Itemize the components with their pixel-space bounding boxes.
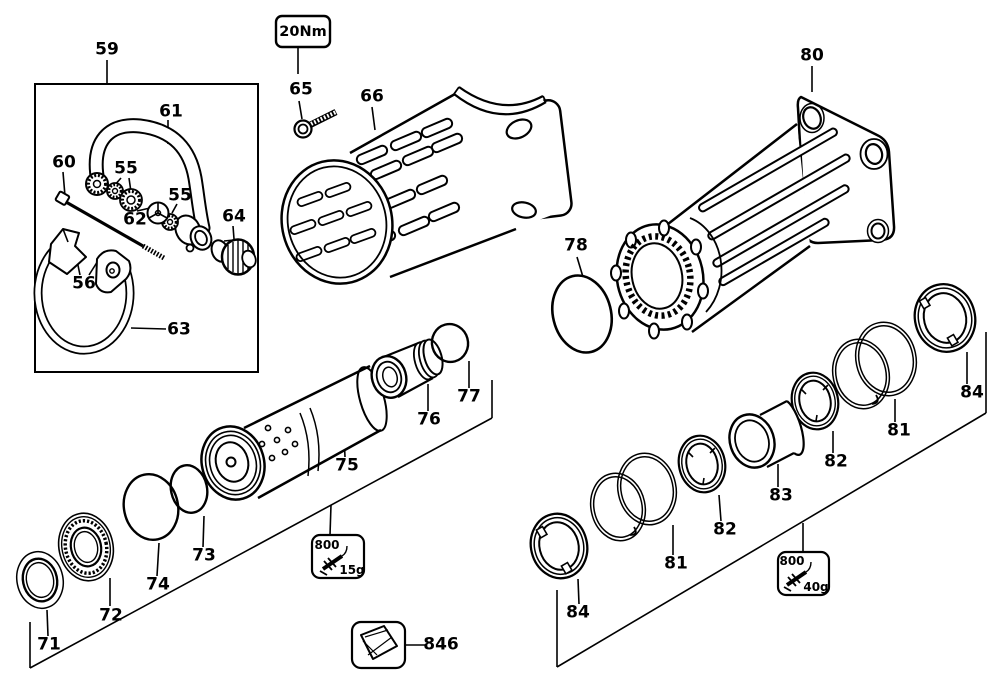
part-60-rod-drawing <box>54 190 166 261</box>
part-label-80: 80 <box>800 45 824 66</box>
grease-callout-left <box>310 533 366 580</box>
lock-washers-55-drawing <box>106 182 179 231</box>
part-label-78: 78 <box>564 235 588 256</box>
grease-code-right: 800 <box>779 554 805 568</box>
part-846-box-drawing <box>350 620 407 670</box>
grease-packet-icon <box>360 625 398 660</box>
part-label-65: 65 <box>289 79 313 100</box>
part-label-82b: 82 <box>713 519 737 540</box>
part-label-59: 59 <box>95 39 119 60</box>
part-83-sleeve-drawing <box>728 400 805 469</box>
assembly-axis-right <box>556 332 987 668</box>
part-76-striker-drawing <box>370 338 444 399</box>
grease-callout-right <box>776 550 831 597</box>
part-84-collar-lower-drawing <box>529 512 589 580</box>
grease-amount-left: 15g <box>339 563 365 577</box>
part-72-seal-drawing <box>57 512 115 582</box>
part-label-81a: 81 <box>887 420 911 441</box>
part-label-84a: 84 <box>960 382 984 403</box>
part-label-61: 61 <box>159 101 183 122</box>
part-78-oring-drawing <box>551 274 613 354</box>
part-82-ring-lower-drawing <box>677 434 727 494</box>
part-56-clamp-pieces-drawing <box>48 228 132 294</box>
part-label-63: 63 <box>167 319 191 340</box>
part-64-knob-drawing <box>210 238 257 276</box>
part-label-71: 71 <box>37 634 61 655</box>
part-label-76: 76 <box>417 409 441 430</box>
part-65-screw-drawing <box>293 109 338 139</box>
part-label-83: 83 <box>769 485 793 506</box>
grease-gun-icon <box>319 545 348 576</box>
grease-code-left: 800 <box>314 538 340 552</box>
part-63-band-clamp-drawing <box>33 243 135 355</box>
part-label-55a: 55 <box>114 158 138 179</box>
part-66-housing-drawing <box>280 83 573 285</box>
part-label-55b: 55 <box>168 185 192 206</box>
grease-amount-right: 40g <box>803 580 829 594</box>
part-61-handle-drawing <box>85 118 213 253</box>
part-71-washer-drawing <box>15 550 65 610</box>
assembly-axis-left <box>29 380 493 669</box>
part-80-barrel-drawing <box>610 95 896 340</box>
part-label-81b: 81 <box>664 553 688 574</box>
part-label-84b: 84 <box>566 602 590 623</box>
part-label-66: 66 <box>360 86 384 107</box>
part-label-74: 74 <box>146 574 170 595</box>
torque-callout-box <box>274 14 332 49</box>
part-73-oring-drawing <box>169 464 209 514</box>
torque-callout-label: 20Nm <box>279 23 327 40</box>
part-84-collar-top-drawing <box>913 283 977 353</box>
part-label-72: 72 <box>99 605 123 626</box>
frame-box-59 <box>34 83 259 373</box>
part-label-82a: 82 <box>824 451 848 472</box>
part-62-washer-drawing <box>146 201 170 225</box>
part-75-cylinder-drawing <box>200 364 388 501</box>
part-label-62: 62 <box>123 209 147 230</box>
part-label-73: 73 <box>192 545 216 566</box>
part-81-rings-right-drawing <box>831 321 918 410</box>
part-77-oring-drawing <box>430 322 470 364</box>
part-label-60: 60 <box>52 152 76 173</box>
part-label-75: 75 <box>335 455 359 476</box>
grease-gun-icon <box>783 561 812 592</box>
part-label-77: 77 <box>457 386 481 407</box>
part-label-846: 846 <box>423 634 459 655</box>
part-label-64: 64 <box>222 206 246 227</box>
part-74-oring-drawing <box>122 473 180 541</box>
part-label-56: 56 <box>72 273 96 294</box>
part-81-rings-lower-drawing <box>589 452 678 542</box>
